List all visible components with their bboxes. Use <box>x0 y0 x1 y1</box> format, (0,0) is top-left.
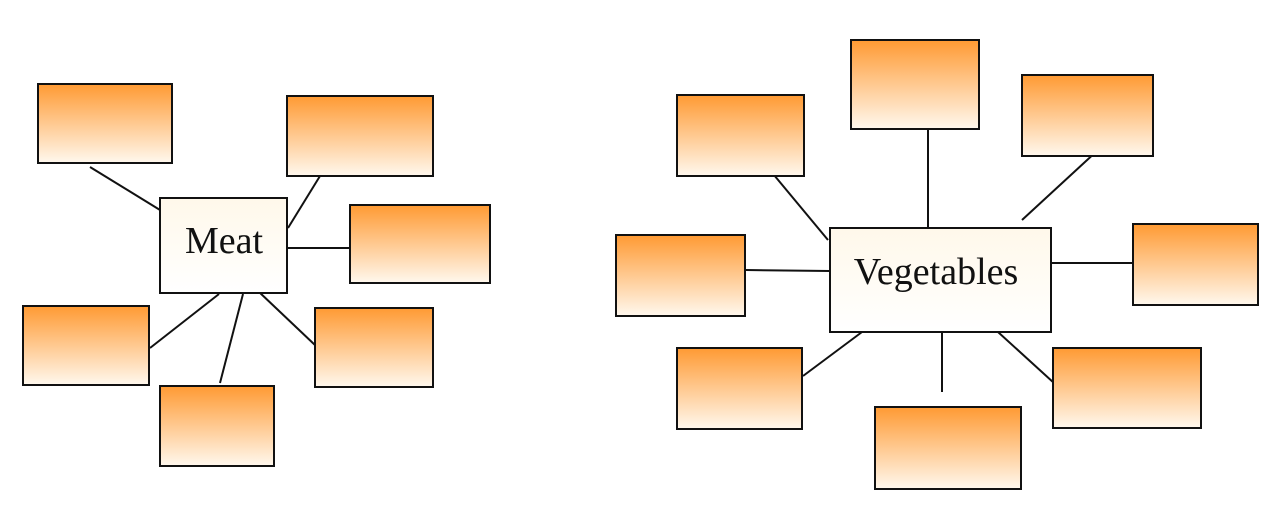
center-label-meat: Meat <box>185 220 264 262</box>
connector-line <box>802 331 863 377</box>
connector-line <box>149 293 220 349</box>
connector-line <box>257 290 317 347</box>
connector-line <box>997 331 1055 384</box>
connector-line <box>768 168 829 241</box>
blank-box <box>314 307 434 388</box>
connector-line <box>89 166 161 211</box>
blank-box <box>1052 347 1202 429</box>
blank-box <box>286 95 434 177</box>
connector-line <box>287 175 321 229</box>
connector-line <box>1021 149 1099 221</box>
center-box <box>829 227 1052 333</box>
connector-line <box>219 293 244 384</box>
center-label-vegetables: Vegetables <box>854 251 1019 293</box>
blank-box <box>850 39 980 130</box>
center-box <box>159 197 288 294</box>
blank-box <box>1132 223 1259 306</box>
blank-box <box>349 204 491 284</box>
blank-box <box>676 94 805 177</box>
blank-box <box>615 234 746 317</box>
vegetables-diagram: Vegetables <box>615 39 1259 490</box>
blank-box <box>159 385 275 467</box>
connector-line <box>745 269 831 272</box>
meat-diagram: Meat <box>22 83 491 467</box>
blank-box <box>22 305 150 386</box>
blank-box <box>37 83 173 164</box>
blank-box <box>1021 74 1154 157</box>
blank-box <box>874 406 1022 490</box>
blank-box <box>676 347 803 430</box>
